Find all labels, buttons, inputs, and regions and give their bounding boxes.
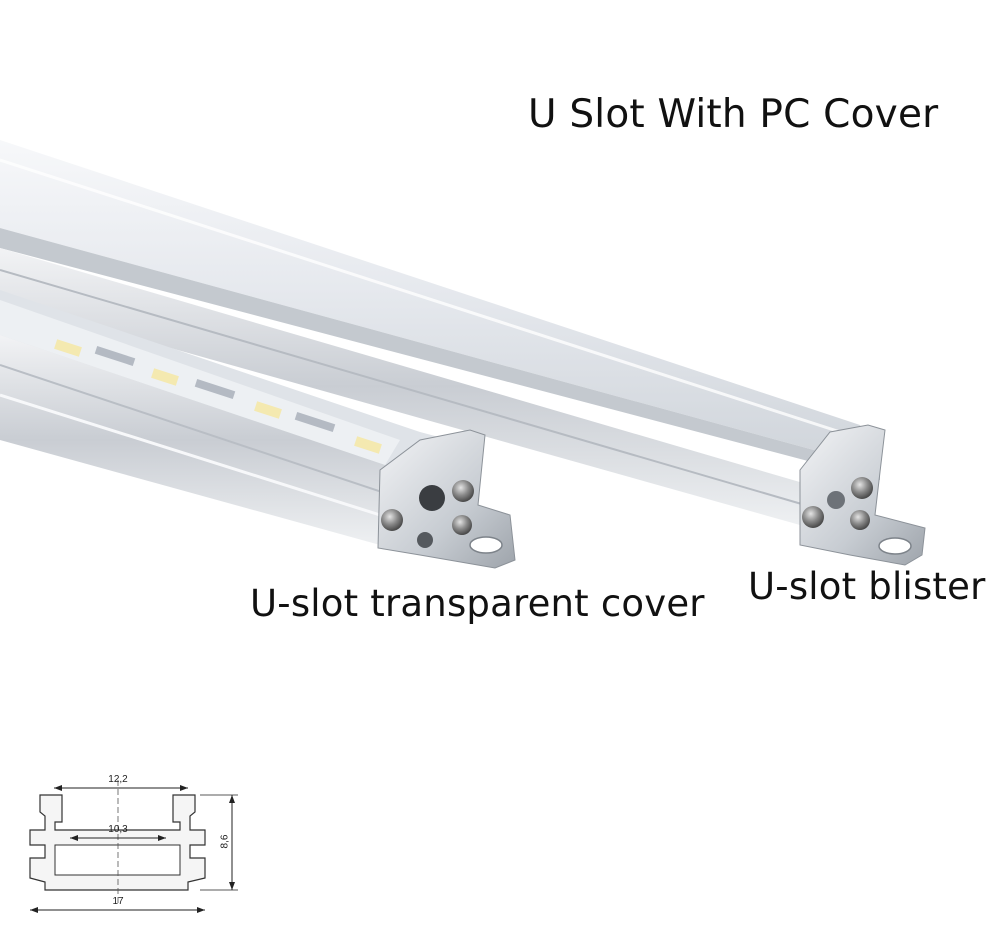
screw-icon <box>452 480 474 502</box>
screw-icon <box>851 477 873 499</box>
screw-icon <box>802 506 824 528</box>
screw-icon <box>381 509 403 531</box>
bottom-width-label: 17 <box>112 896 124 907</box>
led-strip <box>54 339 382 454</box>
inner-width-label: 10,3 <box>108 824 128 835</box>
top-width-label: 12,2 <box>108 774 128 785</box>
blister-end-cap <box>799 424 926 566</box>
screw-icon <box>452 515 472 535</box>
screw-icon <box>850 510 870 530</box>
height-label: 8,6 <box>219 834 231 849</box>
page-title: U Slot With PC Cover <box>528 92 939 137</box>
transparent-cover-bar <box>0 290 516 569</box>
blister-label: U-slot blister <box>748 565 986 608</box>
blister-bar <box>0 140 926 566</box>
profile-dimension-diagram <box>29 780 238 913</box>
transparent-cover-end-cap <box>377 429 516 569</box>
transparent-cover-label: U-slot transparent cover <box>250 582 705 625</box>
